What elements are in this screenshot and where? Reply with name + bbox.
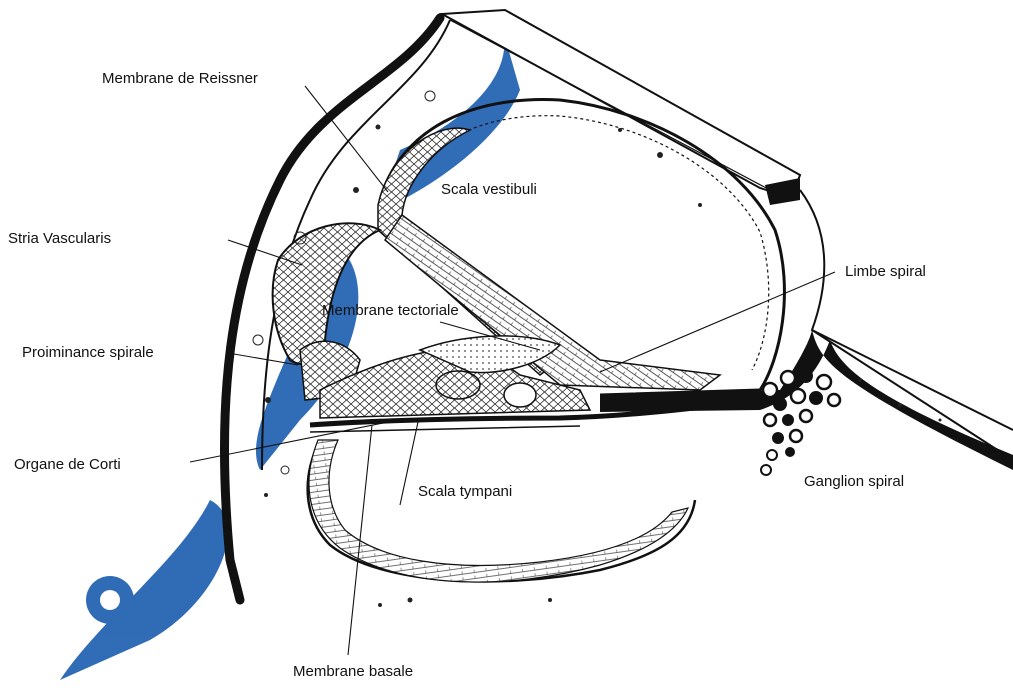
label-stria-vascularis: Stria Vascularis: [8, 230, 111, 248]
label-proiminance-spirale: Proiminance spirale: [22, 344, 154, 362]
label-scala-vestibuli: Scala vestibuli: [441, 181, 537, 199]
watermark-stroke-low: [60, 500, 228, 680]
label-membrane-basale: Membrane basale: [293, 663, 413, 681]
leader-tympani: [400, 422, 418, 505]
label-limbe-spiral: Limbe spiral: [845, 263, 926, 281]
label-membrane-tectoriale: Membrane tectoriale: [322, 302, 459, 320]
tissue-speckles: [253, 91, 942, 607]
label-scala-tympani: Scala tympani: [418, 483, 512, 501]
leader-limbe: [600, 272, 835, 372]
label-ganglion-spiral: Ganglion spiral: [804, 473, 904, 491]
label-membrane-reissner: Membrane de Reissner: [102, 70, 258, 88]
label-organe-de-corti: Organe de Corti: [14, 456, 121, 474]
